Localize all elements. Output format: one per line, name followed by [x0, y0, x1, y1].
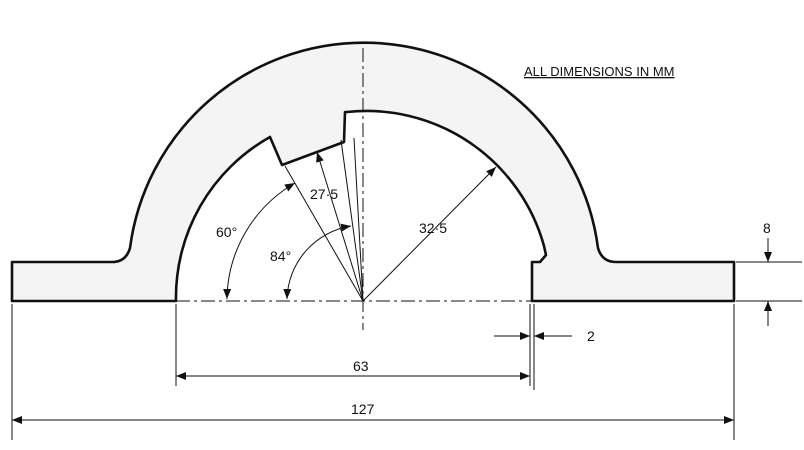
- part-outline: [10, 41, 736, 303]
- label-angle-60: 60°: [216, 224, 237, 240]
- label-overall-width: 127: [351, 401, 375, 417]
- radial-line-32-5: [362, 166, 497, 302]
- angle-arc-60: [223, 182, 296, 300]
- angle-arc-84: [283, 223, 352, 300]
- label-radius: 32·5: [419, 220, 447, 236]
- label-inner-width: 63: [353, 358, 369, 374]
- label-gap: 2: [587, 328, 595, 344]
- label-angle-84: 84°: [270, 248, 291, 264]
- radial-line-84: [340, 139, 364, 302]
- label-notch-radius: 27·5: [310, 186, 338, 202]
- note-text: ALL DIMENSIONS IN MM: [524, 64, 674, 79]
- radial-line-aux: [353, 137, 364, 302]
- label-thickness: 8: [763, 220, 771, 236]
